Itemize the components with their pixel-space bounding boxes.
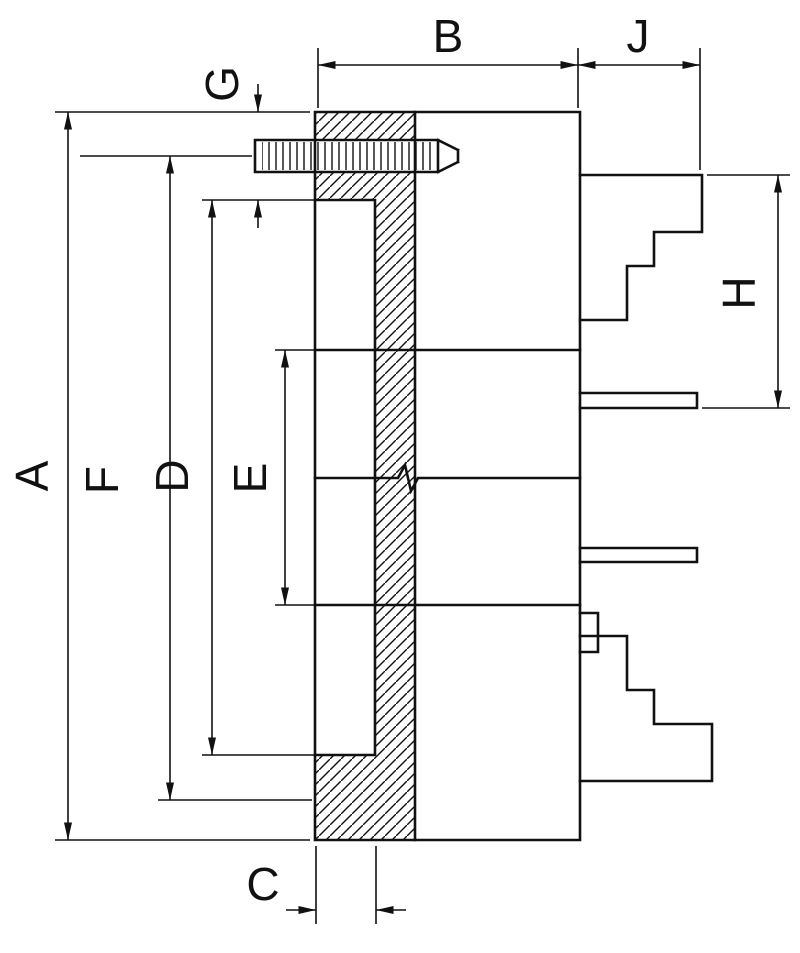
dim-label-E: E xyxy=(224,463,276,494)
dim-E: E xyxy=(224,349,315,606)
mounting-bolt xyxy=(253,138,460,174)
bottom-jaw-key xyxy=(578,611,600,654)
dim-label-A: A xyxy=(6,460,58,491)
top-jaw-steps xyxy=(578,173,704,322)
dim-B: B xyxy=(317,10,579,108)
chuck-body xyxy=(253,110,582,842)
dim-label-C: C xyxy=(246,858,279,910)
top-jaw-base xyxy=(578,391,699,410)
body-outline xyxy=(313,110,582,842)
bottom-jaw xyxy=(578,546,714,783)
dim-label-B: B xyxy=(433,10,464,62)
dim-C-extension-lines xyxy=(315,846,377,924)
dim-label-F: F xyxy=(76,466,128,494)
dim-C: C xyxy=(246,846,406,924)
dim-G: G xyxy=(196,66,262,228)
bottom-jaw-base xyxy=(578,546,699,564)
dim-B-extension-lines xyxy=(317,48,579,108)
section-hatch xyxy=(315,112,415,840)
bottom-jaw-steps xyxy=(578,634,714,783)
dim-label-J: J xyxy=(627,10,650,62)
dim-J: J xyxy=(578,10,701,170)
dim-label-G: G xyxy=(196,66,248,102)
dim-D: D xyxy=(146,199,315,756)
top-jaw xyxy=(578,173,704,410)
centerline-with-break xyxy=(313,461,582,495)
bolt-outline xyxy=(253,138,460,174)
dim-H: H xyxy=(702,174,790,409)
dim-F: F xyxy=(76,155,312,801)
dim-label-D: D xyxy=(146,459,198,492)
dim-A-extension-lines xyxy=(55,111,310,841)
bore-lines xyxy=(313,348,582,607)
dim-A: A xyxy=(6,111,310,841)
dim-label-H: H xyxy=(713,276,765,309)
bolt-threads xyxy=(262,142,436,170)
dim-E-extension-lines xyxy=(275,349,315,606)
